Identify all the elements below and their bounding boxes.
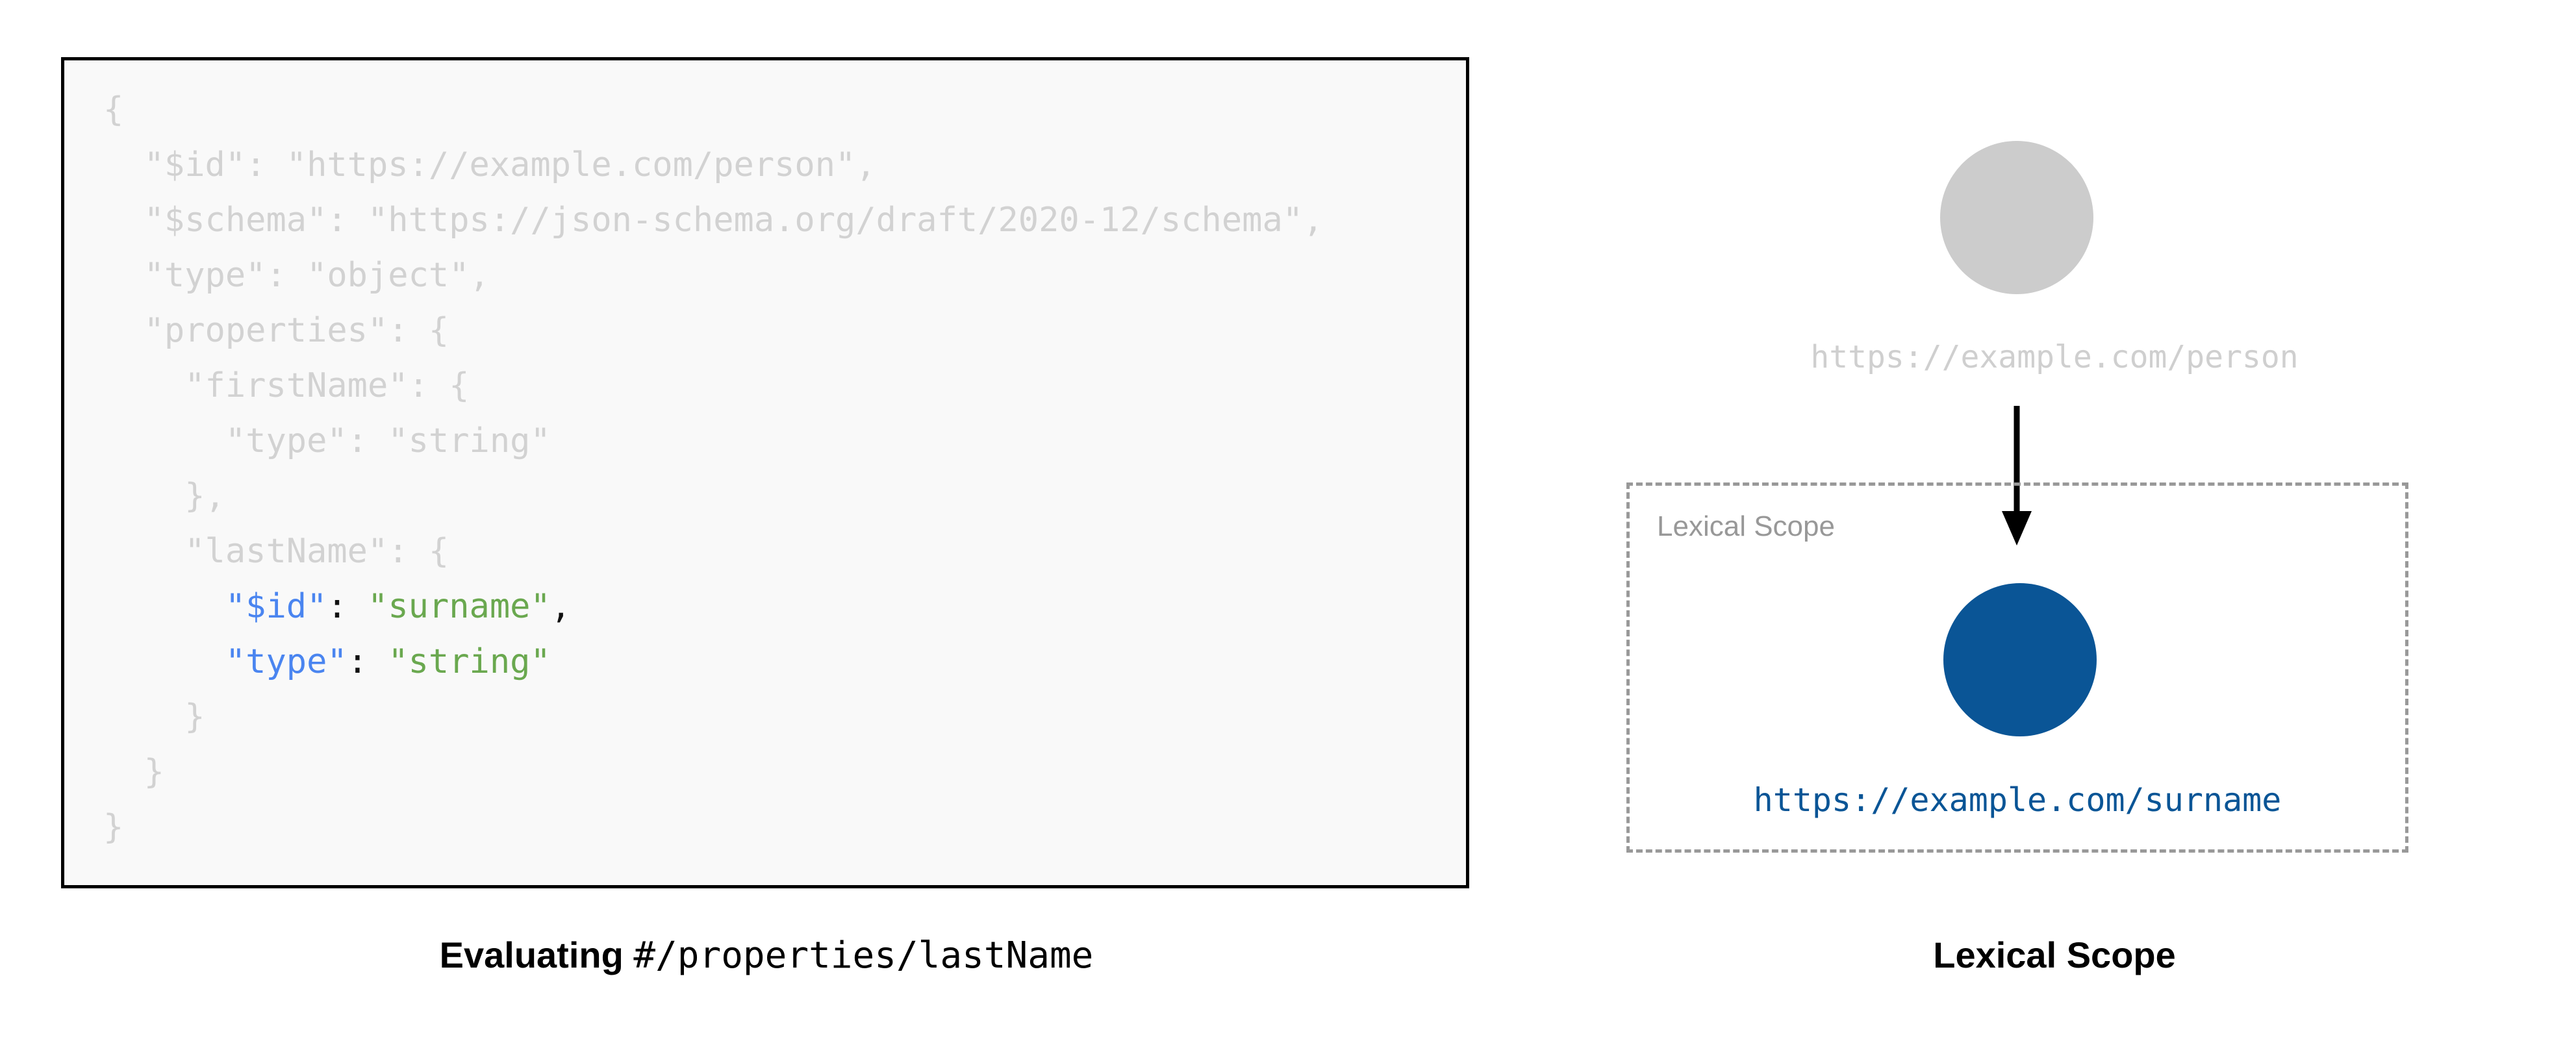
code-value: "surname" [368, 587, 551, 626]
code-line: "lastName": { [103, 524, 1323, 579]
code-line: "type": "string" [103, 414, 1323, 469]
code-text: } [103, 697, 205, 736]
code-text: } [103, 753, 164, 792]
code-line: "$id": "surname", [103, 579, 1323, 634]
code-text: "lastName": { [103, 532, 449, 571]
left-caption-pointer: #/properties/lastName [633, 934, 1094, 977]
lexical-scope-tag-label: Lexical Scope [1657, 510, 1835, 542]
code-line: } [103, 800, 1323, 855]
code-line: "$id": "https://example.com/person", [103, 138, 1323, 193]
code-value: "string" [388, 642, 551, 681]
code-tail: , [550, 587, 572, 626]
json-schema-code-block: { "$id": "https://example.com/person", "… [61, 57, 1469, 888]
surname-schema-node [1943, 583, 2097, 736]
code-text: "$id": "https://example.com/person", [103, 145, 876, 184]
code-key: "type" [225, 642, 347, 681]
code-line: }, [103, 469, 1323, 524]
person-schema-node-label: https://example.com/person [1810, 339, 2299, 375]
code-text: "firstName": { [103, 366, 470, 405]
code-line: "$schema": "https://json-schema.org/draf… [103, 193, 1324, 248]
code-line: { [103, 82, 1323, 138]
right-caption: Lexical Scope [1933, 934, 2176, 975]
code-panel: { "$id": "https://example.com/person", "… [0, 57, 1533, 977]
code-indent [103, 642, 225, 681]
code-lines: { "$id": "https://example.com/person", "… [103, 82, 1323, 855]
code-text: "type": "string" [103, 421, 551, 460]
code-indent [103, 587, 225, 626]
downward-arrow-icon [2002, 406, 2032, 545]
person-schema-node [1940, 141, 2093, 294]
code-text: } [103, 808, 124, 847]
code-text: { [103, 90, 124, 129]
code-line: } [103, 690, 1323, 745]
code-separator: : [327, 587, 368, 626]
code-line: "firstName": { [103, 358, 1323, 414]
code-line: } [103, 745, 1323, 800]
scope-diagram-panel: https://example.com/person Lexical Scope… [1533, 0, 2576, 1039]
code-line: "type": "string" [103, 634, 1323, 690]
code-text: "properties": { [103, 311, 449, 350]
code-text: "$schema": "https://json-schema.org/draf… [103, 201, 1324, 240]
code-text: }, [103, 477, 225, 516]
surname-schema-node-label: https://example.com/surname [1753, 781, 2282, 819]
code-key: "$id" [225, 587, 327, 626]
code-separator: : [347, 642, 388, 681]
code-line: "properties": { [103, 303, 1323, 358]
left-caption: Evaluating #/properties/lastName [0, 934, 1533, 977]
code-text: "type": "object", [103, 256, 490, 295]
code-line: "type": "object", [103, 248, 1323, 303]
lexical-scope-box: Lexical Scope https://example.com/surnam… [1626, 482, 2408, 853]
left-caption-bold: Evaluating [439, 934, 624, 975]
